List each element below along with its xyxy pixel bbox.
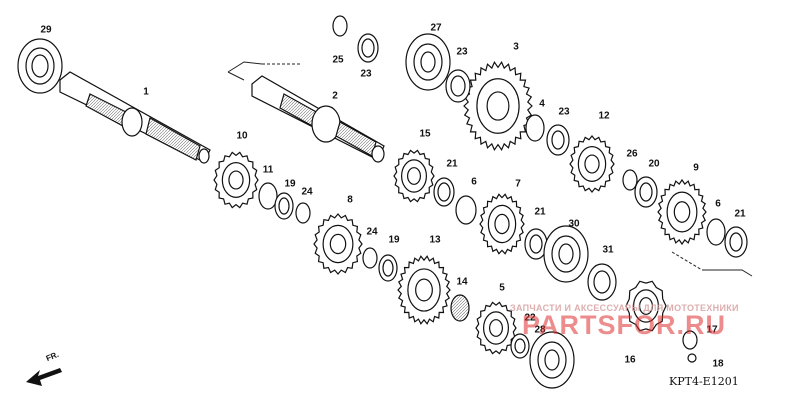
- callout-24a: 24: [301, 186, 313, 198]
- small-parts: [258, 15, 748, 363]
- callout-30: 30: [568, 218, 580, 230]
- watermark-logo: PARTSFOR.RU: [522, 310, 726, 340]
- callout-19a: 19: [284, 178, 296, 190]
- callout-17: 17: [706, 324, 718, 336]
- plate-17: [682, 330, 698, 350]
- callout-3: 3: [513, 41, 519, 53]
- gear-7: [479, 193, 525, 255]
- callout-23b: 23: [456, 46, 468, 58]
- callout-23a: 23: [360, 68, 372, 80]
- front-arrow-icon: [26, 368, 62, 386]
- callout-18: 18: [712, 358, 724, 370]
- callout-21c: 21: [734, 208, 746, 220]
- callout-27: 27: [430, 22, 442, 34]
- collar-6b: [706, 218, 726, 246]
- bushing-14: [450, 294, 470, 322]
- callout-16: 16: [624, 354, 636, 366]
- callout-23c: 23: [558, 106, 570, 118]
- countershaft-2: [251, 75, 385, 163]
- assembly-lines: [227, 61, 753, 277]
- callout-1: 1: [143, 86, 149, 98]
- bolt-18: [687, 353, 697, 363]
- callout-24b: 24: [366, 226, 378, 238]
- callout-5: 5: [499, 282, 505, 294]
- callout-6a: 6: [471, 176, 477, 188]
- gear-5: [475, 301, 517, 355]
- diagram-code: KPT4-E1201: [669, 375, 739, 388]
- callout-21a: 21: [446, 158, 458, 170]
- gear-9: [657, 178, 707, 246]
- gear-12: [569, 135, 615, 193]
- collar-6a: [455, 195, 477, 225]
- callout-11: 11: [262, 164, 274, 176]
- callout-4: 4: [539, 98, 545, 110]
- callout-7: 7: [515, 178, 521, 190]
- gear-3: [463, 60, 533, 152]
- collar-11: [258, 182, 278, 210]
- callout-15: 15: [419, 128, 431, 140]
- callout-13: 13: [429, 234, 441, 246]
- callout-6b: 6: [715, 198, 721, 210]
- callout-10: 10: [236, 130, 248, 142]
- callout-9: 9: [693, 162, 699, 174]
- callout-19b: 19: [388, 234, 400, 246]
- watermark-tagline: ЗАПЧАСТИ И АКСЕССУАРЫ ДЛЯ МОТОТЕХНИКИ: [510, 303, 739, 313]
- clip-26: [622, 169, 638, 191]
- collar-4: [525, 114, 545, 142]
- callout-31: 31: [602, 244, 614, 256]
- callout-22: 22: [524, 312, 536, 324]
- gear-8: [313, 213, 363, 275]
- callout-12: 12: [598, 110, 610, 122]
- circlip-25: [332, 15, 348, 37]
- bearing-29: [17, 38, 63, 94]
- callout-28: 28: [534, 324, 546, 336]
- gear-15: [393, 149, 435, 203]
- bearings: [405, 33, 589, 389]
- callout-21b: 21: [534, 206, 546, 218]
- clip-24b: [362, 247, 378, 269]
- callout-26: 26: [626, 148, 638, 160]
- callout-29: 29: [40, 24, 52, 36]
- callout-2: 2: [332, 90, 338, 102]
- gear-10: [213, 151, 259, 209]
- callout-25: 25: [332, 54, 344, 66]
- callout-8: 8: [347, 194, 353, 206]
- gear-13: [397, 255, 451, 325]
- callout-14: 14: [456, 276, 468, 288]
- mainshaft-1: [59, 71, 211, 164]
- callout-20: 20: [648, 158, 660, 170]
- sprocket-16: [625, 280, 667, 332]
- clip-24a: [295, 202, 311, 224]
